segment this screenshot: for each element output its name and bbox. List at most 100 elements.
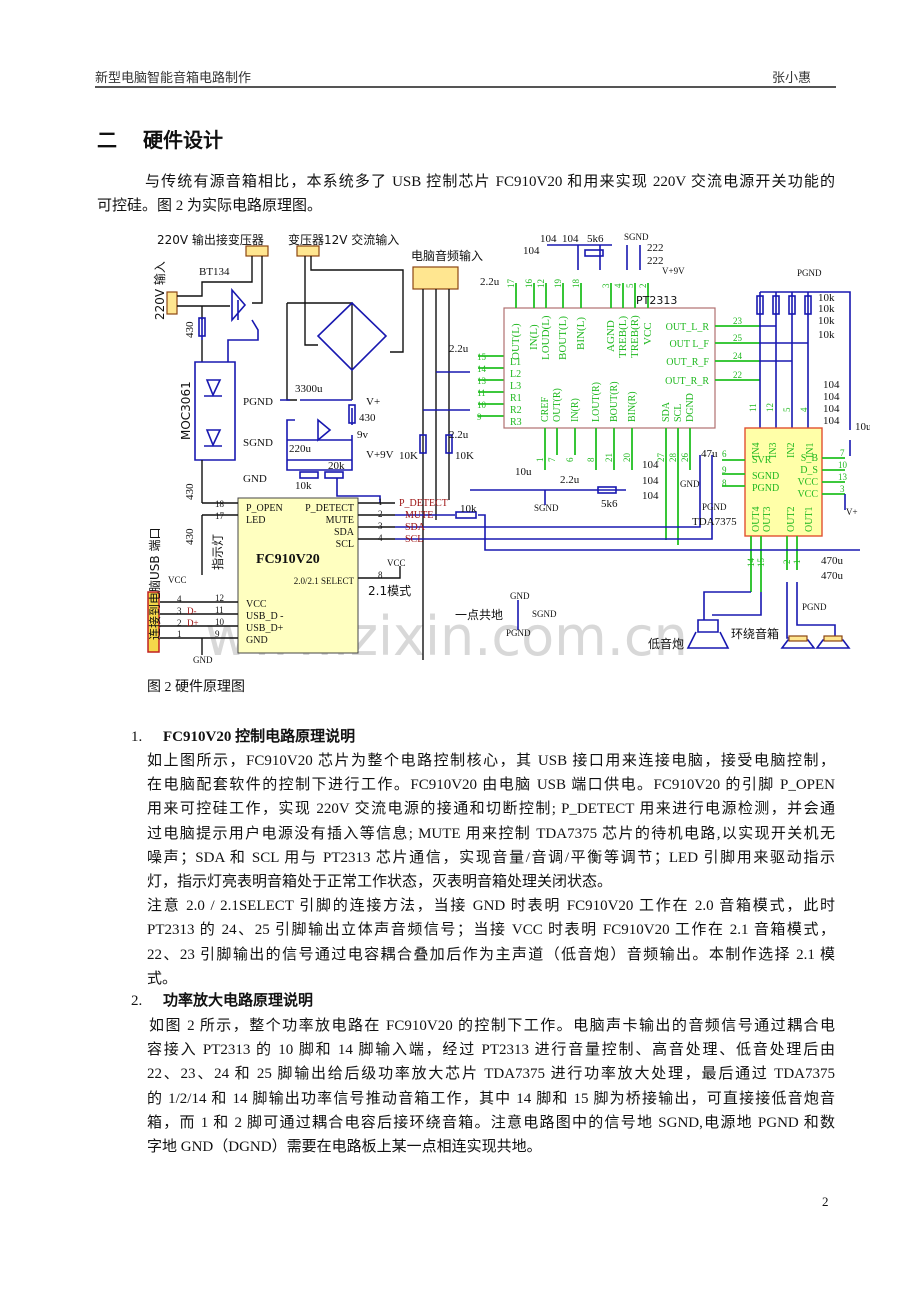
pt2313-name: PT2313 <box>636 294 677 307</box>
label-10u: 10u <box>855 421 870 433</box>
label-104: 104 <box>642 475 659 487</box>
pin-label: IN4 <box>751 442 762 458</box>
net-label: MUTE <box>405 510 433 521</box>
pt2313-left-pins <box>478 355 504 417</box>
pin-number: 3 <box>840 484 845 494</box>
resistor-20k <box>324 471 344 479</box>
pin-number: 2 <box>782 560 792 565</box>
control-wires <box>395 455 860 630</box>
s1-line: 在电脑配套软件的控制下进行工作。FC910V20 由电脑 USB 端口供电。FC… <box>147 777 835 793</box>
label-common-ground: 一点共地 <box>455 608 503 622</box>
pin-number: 7 <box>547 457 557 462</box>
s2-line: 字地 GND（DGND）需要在电路板上某一点相连实现共地。 <box>147 1139 542 1155</box>
label-pgnd: PGND <box>797 268 822 278</box>
label-104: 104 <box>823 415 840 427</box>
pin-label: IN(L) <box>528 324 540 350</box>
pt2313-right-pins <box>715 325 760 381</box>
pin-label: OUT1 <box>804 506 815 532</box>
pin-label: SVR <box>752 455 772 466</box>
connector-audio-in <box>412 266 459 290</box>
label-9v: 9v <box>357 429 369 441</box>
label-mode21: 2.1模式 <box>368 584 411 598</box>
s2-line: 箱，而 1 和 2 脚可通过耦合电容后接环绕音箱。注意电路图中的信号地 SGND… <box>147 1115 835 1131</box>
pin-number: 4 <box>613 283 623 288</box>
label-2.2u: 2.2u <box>560 474 580 486</box>
label-430: 430 <box>184 321 196 338</box>
resistor-10K <box>445 434 453 454</box>
wire-p-detect <box>336 478 381 503</box>
pin-number: 3 <box>378 521 383 531</box>
triac-bt134 <box>194 287 259 461</box>
label-470u: 470u <box>821 570 844 582</box>
pin-number: 9 <box>215 629 220 639</box>
wire <box>423 371 470 411</box>
label-10K: 10K <box>455 450 474 462</box>
pin-number: 4 <box>378 533 383 543</box>
optocoupler-moc3061 <box>204 379 222 448</box>
s1-line: 式。 <box>147 971 178 987</box>
label-indicator: 指示灯 <box>210 534 225 570</box>
pin-number: 5 <box>625 283 635 288</box>
pin-number: 12 <box>215 593 224 603</box>
subwoofer-speaker <box>686 619 730 649</box>
label-pgnd: PGND <box>802 602 827 612</box>
pin-label: SGND <box>752 471 779 482</box>
fc910-pins <box>160 460 401 655</box>
s1-line: PT2313 的 24、25 引脚输出立体声音频信号；当接 VCC 时表明 FC… <box>147 922 835 938</box>
label-2.2u: 2.2u <box>449 429 469 441</box>
pin-number: 6 <box>565 457 575 462</box>
wire <box>470 489 626 505</box>
pin-label: SCL <box>336 539 354 550</box>
pin-number: 18 <box>571 279 581 289</box>
pin-label: VCC <box>246 599 267 610</box>
label-222: 222 <box>647 242 664 254</box>
usb-dm: D- <box>187 606 197 616</box>
pin-label: OUT L_F <box>669 339 709 350</box>
s1-line: 灯，指示灯亮表明音箱处于正常工作状态，灭表明音箱处理关闭状态。 <box>147 874 613 890</box>
zener-diode <box>317 418 332 442</box>
pin-label: L1 <box>510 357 521 368</box>
resistor <box>198 317 206 337</box>
intro-line: 可控硅。图 2 为实际电路原理图。 <box>97 198 323 214</box>
label-10K: 10K <box>399 450 418 462</box>
label-pgnd: PGND <box>243 396 273 408</box>
pin-number: 26 <box>680 453 690 463</box>
s1-line: 用来可控硅工作，实现 220V 交流电源的接通和切断控制; P_DETECT 用… <box>147 801 835 817</box>
pin-label: OUT(L) <box>510 323 522 360</box>
pt2313-bottom-pins <box>544 428 691 545</box>
s1-number: 1. <box>131 729 143 745</box>
pin-label: PGND <box>752 483 779 494</box>
pin-label: CREF <box>540 397 551 422</box>
pin-number: 18 <box>215 499 225 509</box>
resistor-10k-mute <box>455 511 477 519</box>
pin-label: DGND <box>685 393 696 422</box>
connector-12v-in <box>296 245 320 257</box>
net-label: SCL <box>405 534 423 545</box>
pin-number: 15 <box>756 558 766 568</box>
pin-number: 8 <box>586 457 596 462</box>
pin-number: 7 <box>840 448 845 458</box>
pin-label: OUT(R) <box>552 388 563 422</box>
label-2.2u: 2.2u <box>480 276 500 288</box>
pin-number: 16 <box>524 279 534 289</box>
label-v9v: V+9V <box>662 266 685 276</box>
s1-line: 过电脑提示用户电源没有插入等信息; MUTE 用来控制 TDA7375 芯片的待… <box>147 826 835 842</box>
wire <box>280 399 353 471</box>
s1-line: 如上图所示，FC910V20 芯片为整个电路控制核心，其 USB 接口用来连接电… <box>147 753 835 769</box>
pin-label: 2.0/2.1 SELECT <box>294 576 355 586</box>
figure-caption: 图 2 硬件原理图 <box>147 680 245 695</box>
label-bt134: BT134 <box>199 266 230 278</box>
label-10k: 10k <box>818 315 835 327</box>
pin-label: SCL <box>673 404 684 422</box>
s2-line: 22、23、24 和 25 脚输出给后级功率放大芯片 TDA7375 进行功率放… <box>147 1066 835 1082</box>
section-number: 二 <box>97 128 117 152</box>
speaker-terminal <box>788 635 808 642</box>
pin-label: LED <box>246 515 265 526</box>
usb-pin: 2 <box>177 618 182 628</box>
pin-label: OUT_L_R <box>666 322 710 333</box>
label-vcc: VCC <box>387 558 406 568</box>
label-sgnd: SGND <box>532 609 557 619</box>
pin-label: R3 <box>510 417 522 428</box>
pin-number: 1 <box>792 560 802 565</box>
label-104: 104 <box>642 490 659 502</box>
